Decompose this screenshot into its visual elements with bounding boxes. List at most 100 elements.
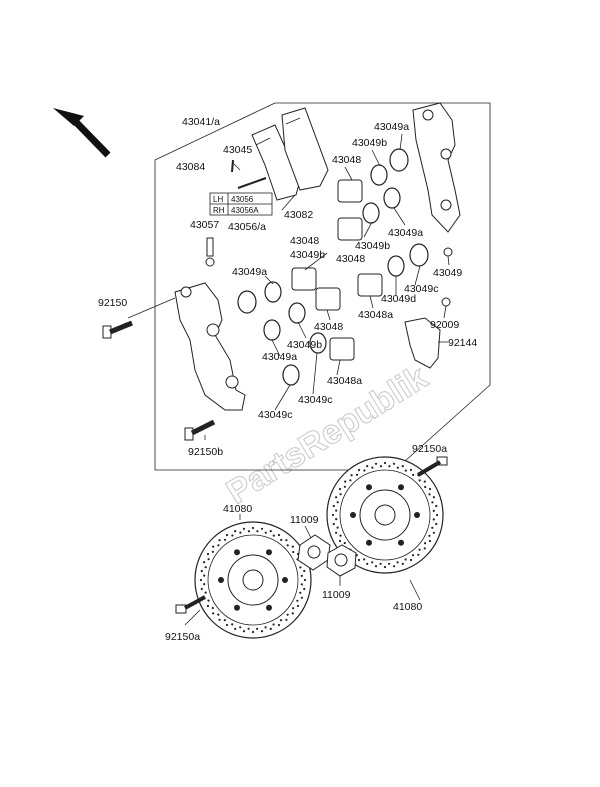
label-92144: 92144 — [448, 337, 477, 349]
lh-label: LH — [213, 195, 223, 204]
disc-drill-hole — [366, 465, 369, 468]
disc-drill-hole — [392, 565, 396, 568]
disc-drill-hole — [291, 612, 294, 615]
disc-drill-hole — [339, 493, 342, 496]
disc-drill-hole — [300, 574, 303, 578]
label-43049-right: 43049 — [433, 267, 462, 279]
bolt-92150 — [102, 320, 133, 339]
disc-drill-hole — [212, 612, 215, 615]
nut-43049 — [443, 247, 453, 257]
disc-drill-hole — [279, 619, 283, 622]
part-labels: 43041/a 43084 43045 43082 43057 43056/a … — [98, 116, 477, 643]
disc-drill-hole — [335, 531, 338, 534]
disc-drill-hole — [418, 548, 421, 551]
disc-rivet — [282, 577, 288, 583]
disc-drill-hole — [277, 623, 281, 627]
label-43048a-low: 43048a — [327, 375, 362, 387]
disc-rivet — [366, 484, 372, 491]
disc-drill-hole — [355, 473, 359, 476]
brake-pad-front — [281, 107, 329, 191]
label-11009-bottom: 11009 — [322, 589, 351, 601]
label-43049b-right: 43049b — [355, 240, 390, 252]
disc-drill-hole — [357, 558, 361, 562]
disc-drill-hole — [207, 558, 210, 561]
disc-bolt-left — [175, 595, 206, 614]
disc-drill-hole — [200, 569, 203, 573]
lh-part-number: 43056 — [231, 195, 254, 204]
disc-drill-hole — [217, 544, 220, 547]
disc-drill-hole — [269, 627, 272, 631]
disc-drill-hole — [379, 465, 382, 468]
disc-rivet — [398, 539, 404, 546]
disc-drill-hole — [211, 606, 214, 610]
disc-drill-hole — [363, 469, 366, 472]
disc-rivet — [398, 484, 404, 491]
disc-drill-hole — [336, 526, 339, 529]
label-43049d: 43049d — [381, 293, 416, 305]
disc-drill-hole — [411, 554, 415, 557]
disc-drill-hole — [203, 561, 206, 564]
disc-drill-hole — [343, 485, 346, 488]
caliper-left-half — [174, 282, 246, 411]
pistons — [291, 179, 383, 361]
disc-drill-hole — [218, 618, 221, 621]
disc-drill-hole — [203, 583, 206, 586]
brake-pad-rear — [251, 124, 301, 201]
disc-drill-hole — [379, 562, 382, 565]
disc-drill-hole — [428, 487, 432, 491]
label-43048a-mid: 43048a — [358, 309, 393, 321]
disc-rivet — [366, 539, 372, 546]
disc-drill-hole — [401, 465, 404, 468]
disc-drill-hole — [424, 542, 427, 545]
disc-drill-hole — [404, 558, 407, 561]
disc-drill-hole — [256, 627, 259, 630]
lhrh-box: LH 43056 RH 43056A — [209, 192, 273, 216]
disc-drill-hole — [412, 473, 415, 476]
disc-drill-hole — [292, 550, 295, 554]
disc-drill-hole — [350, 474, 353, 477]
disc-drill-hole — [239, 531, 242, 534]
disc-drill-hole — [260, 630, 264, 633]
pad-pin — [231, 159, 267, 189]
label-43049a-low: 43049a — [262, 351, 297, 363]
disc-drill-hole — [383, 461, 387, 465]
label-92150a-left: 92150a — [165, 631, 200, 643]
disc-shim-lower — [326, 544, 357, 577]
disc-drill-hole — [223, 619, 226, 622]
label-41080-right: 41080 — [393, 601, 422, 613]
disc-drill-hole — [344, 480, 347, 483]
disc-drill-hole — [388, 562, 391, 565]
direction-arrow-icon — [53, 108, 111, 158]
disc-drill-hole — [335, 496, 338, 499]
disc-bolt-right — [416, 456, 448, 477]
disc-drill-hole — [225, 533, 229, 537]
disc-drill-hole — [292, 607, 295, 610]
disc-drill-hole — [423, 547, 426, 550]
disc-drill-hole — [331, 513, 335, 517]
label-11009-top: 11009 — [290, 514, 319, 526]
disc-drill-hole — [296, 599, 299, 602]
label-43049b-top: 43049b — [352, 137, 387, 149]
disc-drill-hole — [206, 552, 210, 556]
caliper-right-half — [412, 102, 461, 233]
disc-drill-hole — [223, 538, 227, 541]
disc-drill-hole — [423, 480, 426, 483]
disc-rivet — [266, 604, 272, 611]
nut-92009 — [441, 297, 451, 307]
disc-drill-hole — [432, 518, 435, 521]
disc-shim-upper — [297, 534, 331, 571]
disc-drill-hole — [431, 501, 434, 504]
disc-drill-hole — [300, 596, 303, 599]
disc-drill-hole — [428, 493, 431, 496]
label-43049b-low: 43049b — [287, 339, 322, 351]
disc-drill-hole — [247, 530, 250, 533]
label-43048-mid1: 43048 — [290, 235, 319, 247]
disc-drill-hole — [303, 578, 307, 582]
disc-drill-hole — [277, 533, 281, 537]
label-43056a: 43056/a — [228, 221, 266, 233]
disc-drill-hole — [303, 587, 306, 591]
disc-drill-hole — [409, 468, 413, 472]
label-43049c-right: 43049c — [404, 283, 438, 295]
label-43057: 43057 — [190, 219, 219, 231]
disc-drill-hole — [272, 623, 275, 626]
